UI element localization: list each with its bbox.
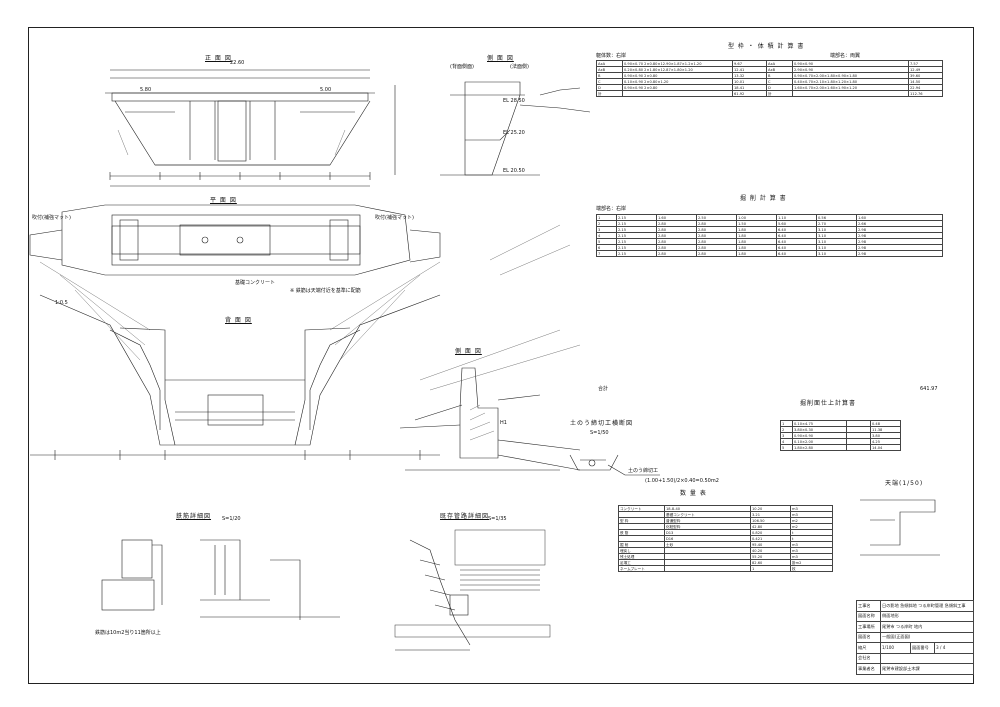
elevation-label-3: EL 20.50	[503, 168, 525, 174]
excavation-label: 端部名：右岸	[596, 206, 627, 212]
dimension-a: 5.80	[140, 87, 152, 93]
title-block-row: 会社名	[856, 652, 975, 664]
plan-note: ※ 鉄筋は天端付近を基準に配筋	[290, 288, 361, 294]
excavation-table-title: 掘 削 計 算 書	[740, 195, 787, 202]
pipe-detail-scale: S=1/35	[488, 516, 507, 522]
title-block-label: 工事名	[856, 600, 881, 612]
elevation-label-1: EL 28.50	[503, 98, 525, 104]
side-detail-title: 側 面 図	[455, 348, 482, 355]
pipe-detail-title: 既存管路詳細図	[440, 513, 490, 520]
title-block-row: 図面名一般図(正面図)	[856, 631, 975, 643]
front-view-title: 正 面 図	[205, 55, 232, 62]
title-block-value: 一般図(正面図)	[879, 631, 975, 643]
fill-right-label: 吹付(補強マット)	[375, 215, 414, 221]
title-block-label: 図面名称	[856, 610, 881, 622]
title-block-cell: 3 / 4	[933, 642, 975, 654]
title-block-value	[879, 652, 975, 664]
drain-section-scale: S=1/50	[590, 430, 609, 436]
title-block-label: 図面名	[856, 631, 881, 643]
title-block-value: 側面地形	[879, 610, 975, 622]
h1-label: H1	[500, 420, 507, 426]
dimension-total: 22.60	[230, 60, 245, 66]
title-block-cell: 1/100	[880, 642, 911, 654]
concrete-note: 基礎コンクリート	[235, 280, 276, 286]
rebar-detail-title: 鉄筋詳細図	[176, 513, 212, 520]
volume-left-label: 躯体数：右岸	[596, 53, 627, 59]
dimension-b: 5.00	[320, 87, 332, 93]
title-block-cell: 縮尺	[856, 642, 881, 654]
slope-label: 1:0.5	[55, 300, 68, 306]
excavation-total-label: 合計	[598, 386, 609, 392]
title-block-value: 尾鷲市 つる岸町 地内	[879, 621, 975, 633]
volume-table-cell: 112.76	[908, 90, 943, 97]
quantity-table-cell: 枚	[790, 565, 833, 572]
drawing-frame	[28, 27, 974, 684]
section-right-label: (法面側)	[510, 64, 529, 70]
title-block-row: 工事場所尾鷲市 つる岸町 地内	[856, 621, 975, 633]
rebar-detail-note: 鉄筋は10m2当り11箇所以上	[95, 630, 161, 636]
title-block-cell: 図面番号	[910, 642, 935, 654]
plan-view-title: 平 面 図	[210, 197, 237, 204]
section-view-title: 側 面 図	[487, 55, 514, 62]
rebar-detail-scale: S=1/20	[222, 516, 241, 522]
title-block-value: 尾鷲市建設部土木課	[879, 663, 975, 675]
volume-table-title: 型 枠 ・ 体 積 計 算 書	[728, 43, 805, 50]
volume-right-label: 端部名：両翼	[830, 53, 861, 59]
title-block-label: 工事場所	[856, 621, 881, 633]
title-block: 工事名日の影地 急傾斜地 つる岸町管理 急傾斜工事図面名称側面地形工事場所尾鷲市…	[856, 600, 975, 675]
excavation-table-cell: 2.98	[856, 250, 943, 257]
finish-table-cell: 14.04	[870, 444, 901, 451]
quantity-table-title: 数 量 表	[680, 490, 707, 497]
elevation-label-2: EL 25.20	[503, 130, 525, 136]
drain-formula-label: 土のう締切工	[628, 468, 659, 474]
excavation-total-value: 641.97	[920, 386, 938, 392]
title-block-row: 図面名称側面地形	[856, 610, 975, 622]
title-block-row: 事業者名尾鷲市建設部土木課	[856, 663, 975, 675]
section-left-label: (背面側面)	[450, 64, 474, 70]
title-block-label: 事業者名	[856, 663, 881, 675]
back-view-title: 背 面 図	[225, 317, 252, 324]
fill-left-label: 吹付(補強マット)	[32, 215, 71, 221]
title-block-label: 会社名	[856, 652, 881, 664]
title-block-row: 工事名日の影地 急傾斜地 つる岸町管理 急傾斜工事	[856, 600, 975, 612]
tenba-title: 天端(1/50)	[885, 480, 924, 487]
drain-formula: (1.00+1.50)/2×0.40=0.50m2	[645, 478, 719, 484]
finish-table-title: 掘削面仕上計算書	[800, 400, 857, 407]
title-block-value: 日の影地 急傾斜地 つる岸町管理 急傾斜工事	[879, 600, 975, 612]
drain-section-title: 土のう締切工横断図	[570, 420, 634, 427]
